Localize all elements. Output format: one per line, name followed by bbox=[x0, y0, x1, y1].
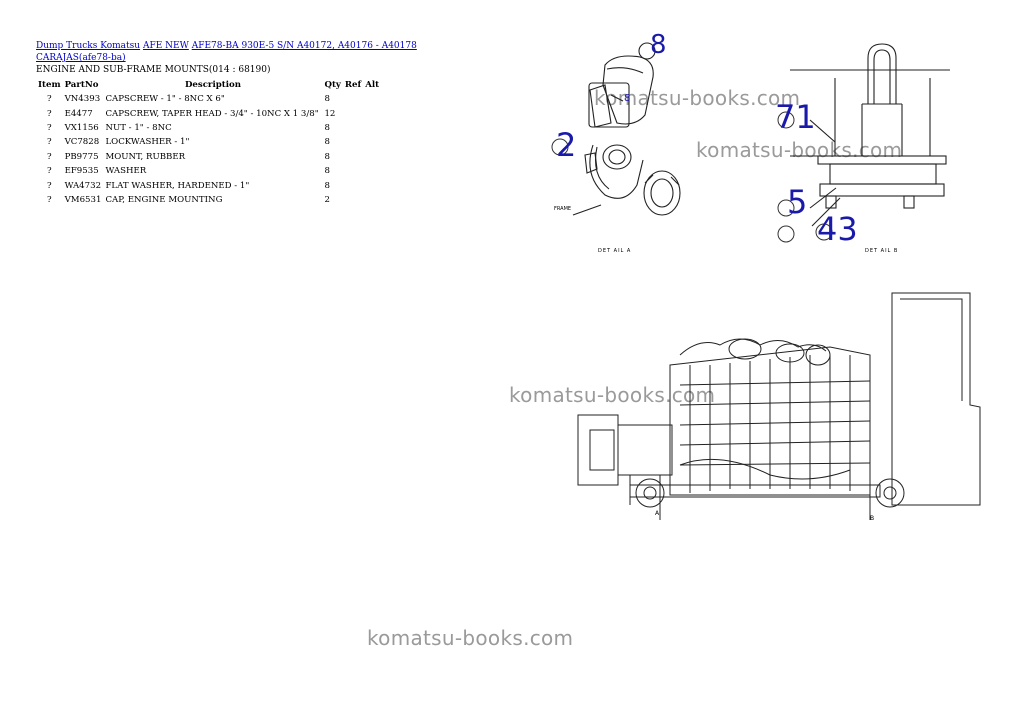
table-row: ? E4477 CAPSCREW, TAPER HEAD - 3/4" - 10NC… bbox=[36, 106, 381, 120]
cell-item: ? bbox=[46, 166, 52, 177]
cell-ref bbox=[343, 135, 363, 149]
cell-partno: VM6531 bbox=[64, 194, 102, 205]
cell-qty: 8 bbox=[324, 180, 330, 191]
callout-8-small: 8 bbox=[624, 93, 631, 104]
callout-5: 5 bbox=[787, 183, 808, 221]
table-row: ? VX1156 NUT - 1" - 8NC 8 bbox=[36, 121, 381, 135]
header-ref: Ref bbox=[344, 80, 362, 90]
breadcrumb-link-afe-new[interactable]: AFE NEW bbox=[142, 41, 189, 51]
cell-description: MOUNT, RUBBER bbox=[105, 151, 186, 162]
watermark: komatsu-books.com bbox=[509, 383, 716, 407]
cell-partno: E4477 bbox=[64, 108, 93, 119]
cell-qty: 8 bbox=[324, 166, 330, 177]
header-item: Item bbox=[38, 80, 61, 90]
cell-partno: WA4732 bbox=[64, 180, 102, 191]
callout-2: 2 bbox=[556, 126, 577, 164]
watermark: komatsu-books.com bbox=[696, 138, 903, 162]
cell-qty: 12 bbox=[324, 108, 336, 119]
cell-item: ? bbox=[46, 108, 52, 119]
cell-alt bbox=[363, 121, 381, 135]
cell-partno: VC7828 bbox=[64, 137, 100, 148]
cell-qty: 8 bbox=[324, 151, 330, 162]
breadcrumb-link-model[interactable]: AFE78-BA 930E-5 S/N A40172, A40176 - A40… bbox=[36, 41, 417, 63]
breadcrumb-link-dump-trucks[interactable]: Dump Trucks Komatsu bbox=[36, 41, 141, 51]
cell-alt bbox=[363, 135, 381, 149]
cell-ref bbox=[343, 92, 363, 106]
cell-ref bbox=[343, 164, 363, 178]
detail-b-label: DET AIL B bbox=[865, 248, 899, 254]
breadcrumb: Dump Trucks Komatsu AFE NEW AFE78-BA 930… bbox=[36, 40, 481, 64]
callout-71: 71 bbox=[775, 98, 816, 136]
cell-ref bbox=[343, 150, 363, 164]
view-b-label: B bbox=[870, 515, 875, 522]
table-row: ? VC7828 LOCKWASHER - 1" 8 bbox=[36, 135, 381, 149]
table-row: ? EF9535 WASHER 8 bbox=[36, 164, 381, 178]
watermark: komatsu-books.com bbox=[594, 86, 801, 110]
engine-assembly-diagram bbox=[577, 292, 981, 520]
cell-ref bbox=[343, 106, 363, 120]
cell-ref bbox=[343, 121, 363, 135]
cell-alt bbox=[363, 164, 381, 178]
cell-description: WASHER bbox=[105, 166, 147, 177]
table-row: ? VN4393 CAPSCREW - 1" - 8NC X 6" 8 bbox=[36, 92, 381, 106]
watermark: komatsu-books.com bbox=[367, 626, 574, 650]
cell-item: ? bbox=[46, 122, 52, 133]
cell-item: ? bbox=[46, 151, 52, 162]
cell-qty: 2 bbox=[324, 194, 330, 205]
cell-alt bbox=[363, 150, 381, 164]
cell-item: ? bbox=[46, 194, 52, 205]
callout-43: 43 bbox=[817, 210, 858, 248]
header-qty: Qty bbox=[324, 80, 341, 90]
cell-description: CAPSCREW, TAPER HEAD - 3/4" - 10NC X 1 3… bbox=[105, 108, 319, 119]
cell-partno: VN4393 bbox=[64, 94, 101, 105]
cell-alt bbox=[363, 92, 381, 106]
cell-partno: EF9535 bbox=[64, 166, 99, 177]
header-partno: PartNo bbox=[64, 80, 99, 90]
cell-alt bbox=[363, 178, 381, 192]
cell-alt bbox=[363, 193, 381, 207]
cell-description: NUT - 1" - 8NC bbox=[105, 122, 172, 133]
cell-item: ? bbox=[46, 94, 52, 105]
parts-table: Item PartNo Description Qty Ref Alt ? VN4… bbox=[36, 78, 381, 207]
cell-ref bbox=[343, 193, 363, 207]
page-title: ENGINE AND SUB-FRAME MOUNTS(014 : 68190) bbox=[36, 65, 271, 75]
header-description: Description bbox=[184, 80, 241, 90]
detail-a-diagram bbox=[551, 42, 681, 216]
cell-description: LOCKWASHER - 1" bbox=[105, 137, 190, 148]
table-row: ? PB9775 MOUNT, RUBBER 8 bbox=[36, 150, 381, 164]
cell-description: FLAT WASHER, HARDENED - 1" bbox=[105, 180, 250, 191]
detail-a-label: DET AIL A bbox=[598, 248, 632, 254]
header-alt: Alt bbox=[365, 80, 380, 90]
view-a-label: A bbox=[655, 510, 660, 517]
cell-description: CAPSCREW - 1" - 8NC X 6" bbox=[105, 94, 225, 105]
cell-qty: 8 bbox=[324, 122, 330, 133]
frame-label: FRAME bbox=[554, 206, 572, 212]
cell-item: ? bbox=[46, 137, 52, 148]
cell-qty: 8 bbox=[324, 94, 330, 105]
cell-qty: 8 bbox=[324, 137, 330, 148]
cell-item: ? bbox=[46, 180, 52, 191]
cell-description: CAP, ENGINE MOUNTING bbox=[105, 194, 223, 205]
cell-alt bbox=[363, 106, 381, 120]
cell-partno: PB9775 bbox=[64, 151, 99, 162]
table-header-row: Item PartNo Description Qty Ref Alt bbox=[36, 78, 381, 92]
cell-ref bbox=[343, 178, 363, 192]
callout-8: 8 bbox=[650, 30, 667, 60]
detail-b-diagram bbox=[777, 43, 950, 243]
cell-partno: VX1156 bbox=[64, 122, 99, 133]
